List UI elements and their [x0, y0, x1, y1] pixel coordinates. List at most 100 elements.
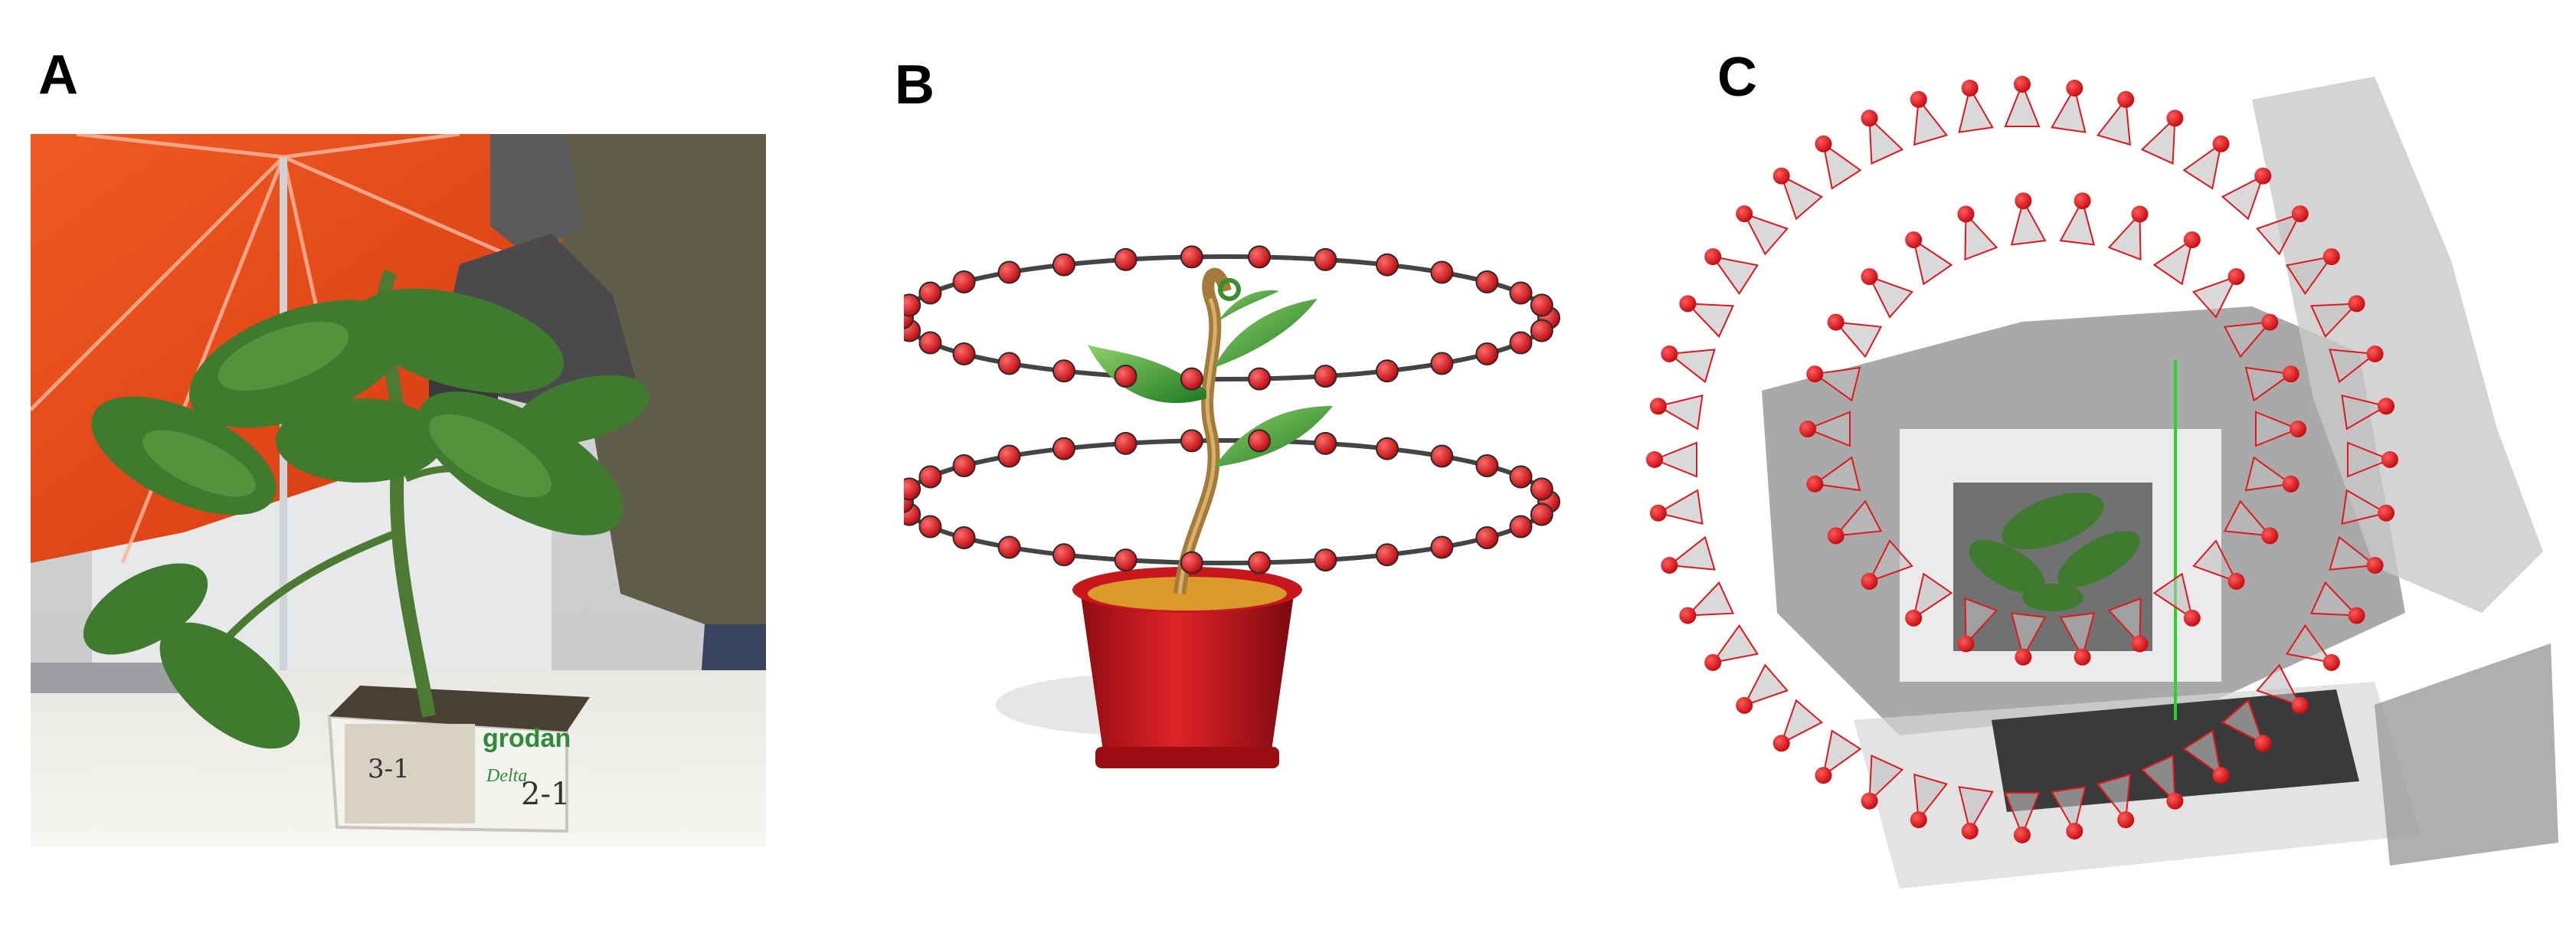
panel-c-pointcloud: [1624, 31, 2566, 912]
camera-marker: [2366, 557, 2384, 574]
camera-marker: [1509, 515, 1533, 538]
camera-marker: [1649, 504, 1667, 522]
camera-marker: [2322, 653, 2340, 671]
pointcloud-camera-poses-icon: [1646, 76, 2558, 889]
camera-frustum: [2309, 581, 2359, 617]
camera-frustum: [1867, 539, 1913, 583]
camera-marker: [2227, 572, 2245, 590]
camera-marker: [1314, 247, 1337, 271]
camera-marker: [2015, 648, 2032, 666]
camera-marker: [952, 342, 976, 365]
camera-frustum: [1912, 237, 1953, 286]
camera-frustum: [1779, 174, 1824, 221]
camera-marker: [2348, 295, 2365, 313]
camera-marker: [1815, 767, 1832, 784]
camera-frustum: [2329, 349, 2378, 384]
robot-arm-plant-photo-icon: 3-1 grodan Delta 2-1: [31, 134, 766, 846]
camera-frustum: [2244, 366, 2293, 402]
camera-marker: [1475, 342, 1499, 365]
camera-marker: [2290, 421, 2306, 437]
camera-frustum: [2152, 237, 2194, 286]
camera-marker: [1314, 365, 1337, 388]
camera-marker: [1661, 345, 1678, 362]
camera-marker-group: [904, 245, 1560, 574]
camera-marker: [1509, 465, 1533, 489]
camera-marker: [918, 515, 942, 538]
camera-marker: [1905, 609, 1923, 627]
camera-marker: [1114, 247, 1137, 271]
camera-marker: [2378, 398, 2395, 415]
camera-marker: [918, 331, 942, 355]
camera-marker: [1248, 367, 1272, 391]
camera-marker: [952, 270, 976, 293]
camera-marker: [1475, 454, 1499, 477]
camera-marker: [1475, 270, 1499, 293]
camera-frustum: [2309, 303, 2359, 339]
panel-label-b: B: [895, 54, 934, 116]
camera-frustum: [1779, 699, 1824, 745]
camera-frustum: [1822, 142, 1862, 190]
camera-marker: [1052, 359, 1075, 383]
camera-marker: [2212, 135, 2230, 152]
camera-frustum: [1685, 581, 1735, 617]
camera-frustum: [1958, 86, 1994, 133]
camera-marker: [2117, 90, 2135, 108]
camera-marker: [1509, 331, 1533, 355]
camera-marker: [952, 526, 976, 549]
camera-marker: [997, 444, 1021, 468]
camera-frustum: [2140, 755, 2176, 804]
camera-marker: [2117, 811, 2135, 829]
camera-marker: [2282, 475, 2299, 493]
camera-frustum: [1822, 729, 1862, 777]
camera-frustum: [1912, 572, 1953, 620]
camera-frustum: [2192, 275, 2238, 319]
camera-marker: [1861, 572, 1878, 590]
camera-frustum: [2285, 624, 2334, 664]
camera-frustum: [2341, 489, 2388, 525]
camera-marker: [1180, 551, 1203, 574]
camera-frustum: [1913, 773, 1949, 822]
camera-frustum: [2010, 198, 2047, 246]
camera-marker: [1961, 823, 1979, 840]
camera-marker: [1679, 607, 1697, 624]
camera-frustum: [1964, 211, 1998, 261]
camera-frustum: [1834, 321, 1883, 358]
camera-frustum: [1743, 663, 1789, 707]
camera-frustum: [2059, 612, 2096, 660]
camera-frustum: [1913, 97, 1949, 146]
camera-marker: [1376, 359, 1399, 383]
camera-marker: [1376, 437, 1399, 460]
panel-label-c: C: [1717, 47, 1757, 108]
camera-frustum: [2256, 212, 2302, 256]
camera-frustum: [1964, 597, 1998, 646]
handwritten-label-2: 2-1: [521, 777, 570, 812]
camera-marker: [1961, 80, 1979, 97]
camera-marker: [1661, 557, 1678, 574]
camera-marker: [1827, 313, 1844, 331]
camera-marker: [1910, 90, 1927, 108]
camera-marker: [2378, 504, 2395, 522]
camera-marker: [1248, 551, 1272, 574]
panel-a-photo: 3-1 grodan Delta 2-1: [31, 134, 766, 846]
camera-marker: [1180, 429, 1203, 453]
camera-frustum: [2004, 792, 2041, 837]
plant-camera-rings-icon: [904, 245, 1560, 768]
camera-marker: [2183, 231, 2201, 249]
camera-marker: [2261, 313, 2279, 331]
camera-marker: [2254, 167, 2272, 185]
camera-marker: [2282, 365, 2299, 383]
grodan-sub-text: Delta: [486, 766, 527, 786]
camera-marker: [1772, 167, 1790, 185]
camera-marker: [1052, 437, 1075, 460]
camera-marker: [2291, 205, 2309, 223]
camera-marker: [1430, 535, 1454, 559]
panel-b-illustration: [904, 199, 1593, 797]
camera-marker: [1114, 431, 1137, 455]
camera-marker: [1861, 792, 1878, 810]
camera-frustum: [2096, 97, 2131, 146]
camera-frustum: [2004, 82, 2041, 127]
camera-frustum: [2256, 663, 2302, 707]
camera-marker: [1736, 696, 1753, 714]
camera-frustum: [2182, 729, 2222, 777]
camera-frustum: [2223, 499, 2272, 537]
